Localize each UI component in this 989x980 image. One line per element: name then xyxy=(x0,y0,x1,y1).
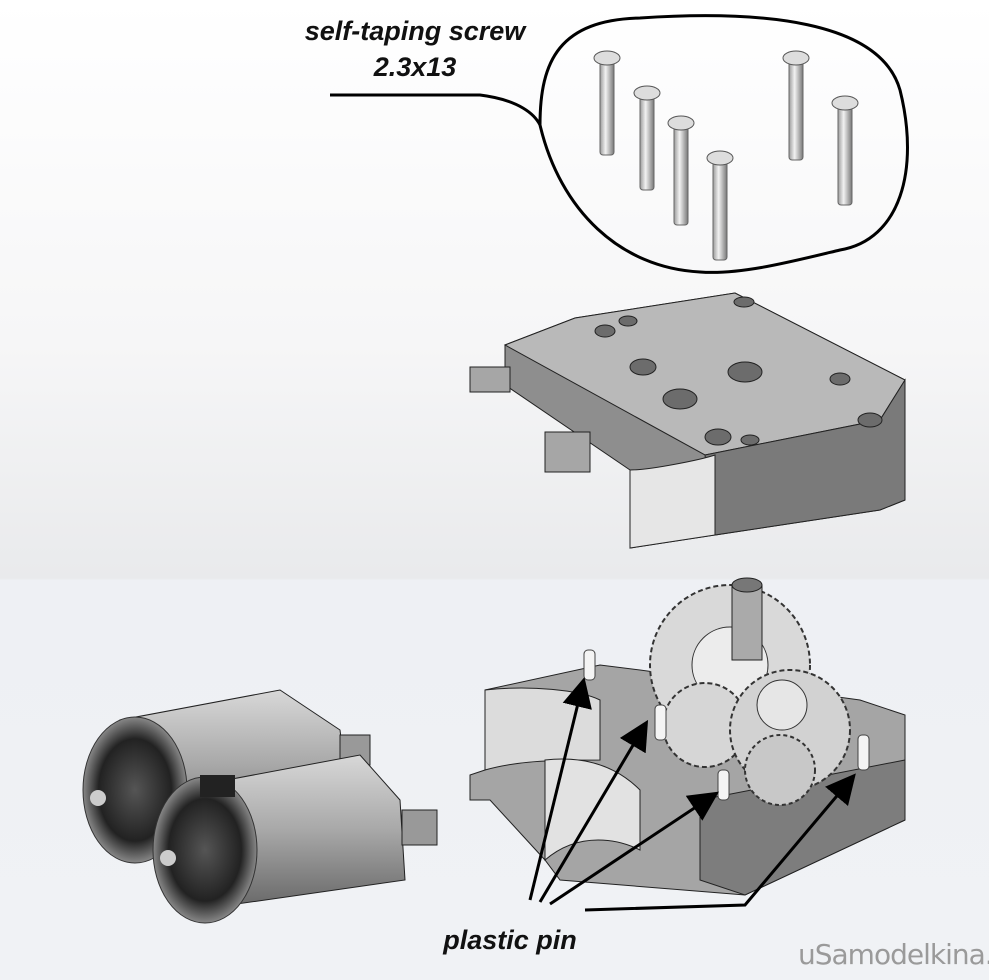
gear xyxy=(744,734,816,806)
screw xyxy=(831,95,859,206)
plastic-pin xyxy=(654,704,667,741)
screw xyxy=(782,50,810,161)
screw xyxy=(706,150,734,261)
screws-group xyxy=(593,50,859,261)
plastic-pin xyxy=(717,769,730,801)
output-shaft xyxy=(731,577,763,661)
plastic-pin-label: plastic pin xyxy=(443,925,577,955)
screw xyxy=(633,85,661,191)
housing-cover xyxy=(469,292,906,549)
pin-arrows xyxy=(528,677,856,912)
screw-size-label: 2.3x13 xyxy=(373,52,457,82)
screw xyxy=(667,115,695,226)
screw-label: self-taping screw xyxy=(304,16,526,46)
screw-callout-loop xyxy=(330,14,909,274)
watermark: uSamodelkina.ru xyxy=(798,938,989,971)
motor xyxy=(152,754,438,924)
plastic-pin xyxy=(583,649,596,681)
gearbox-base xyxy=(469,577,906,896)
screw xyxy=(593,50,621,156)
plastic-pin xyxy=(857,734,870,771)
